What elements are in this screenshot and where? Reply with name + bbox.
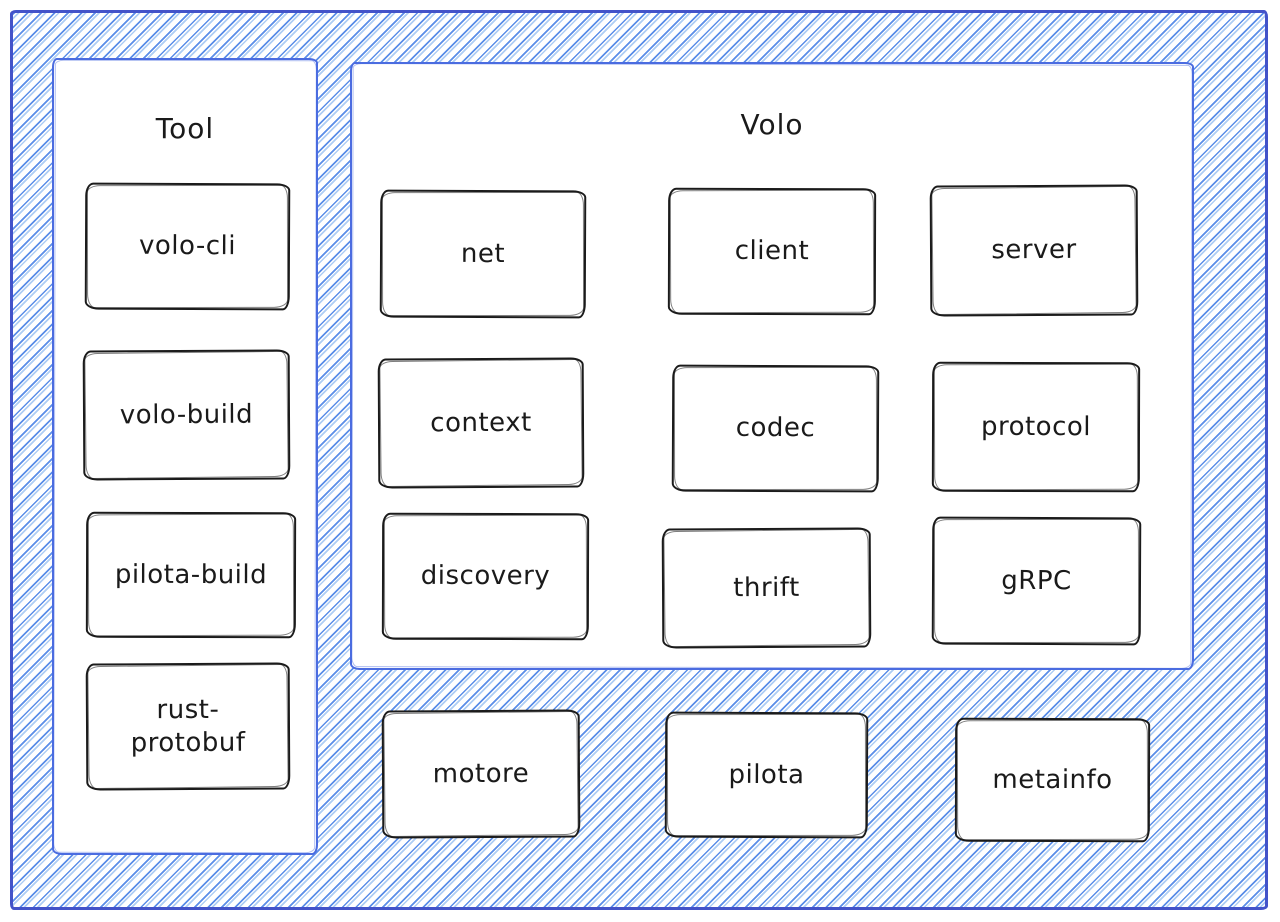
node-label: server: [991, 235, 1077, 266]
node-label: rust-protobuf: [130, 694, 246, 758]
node-label: thrift: [733, 572, 800, 603]
node-volo-build: volo-build: [82, 349, 291, 481]
node-label: metainfo: [992, 764, 1113, 795]
node-metainfo: metainfo: [954, 717, 1151, 843]
node-pilota: pilota: [664, 711, 869, 839]
node-label: volo-build: [119, 399, 254, 431]
node-rust-protobuf: rust-protobuf: [85, 662, 291, 791]
node-server: server: [929, 184, 1139, 317]
node-motore: motore: [381, 709, 581, 839]
node-label: volo-cli: [138, 231, 237, 262]
tool-panel-title: Tool: [155, 112, 215, 145]
node-thrift: thrift: [661, 527, 872, 649]
node-client: client: [667, 187, 877, 316]
node-grpc: gRPC: [931, 516, 1142, 646]
node-label: protocol: [980, 411, 1092, 442]
node-volo-cli: volo-cli: [84, 182, 291, 311]
volo-panel-title: Volo: [740, 108, 804, 141]
node-label: pilota: [728, 759, 805, 790]
node-label: gRPC: [1001, 565, 1072, 596]
node-label: motore: [432, 758, 530, 790]
node-label: codec: [735, 413, 816, 444]
node-protocol: protocol: [931, 361, 1141, 493]
node-label: client: [734, 236, 810, 267]
node-pilota-build: pilota-build: [85, 511, 297, 639]
node-context: context: [377, 357, 585, 489]
node-net: net: [379, 189, 587, 319]
node-label: context: [430, 407, 532, 439]
node-discovery: discovery: [381, 512, 590, 641]
node-label: discovery: [420, 561, 551, 592]
node-codec: codec: [671, 364, 880, 493]
node-label: pilota-build: [114, 559, 268, 590]
node-label: net: [460, 238, 506, 269]
